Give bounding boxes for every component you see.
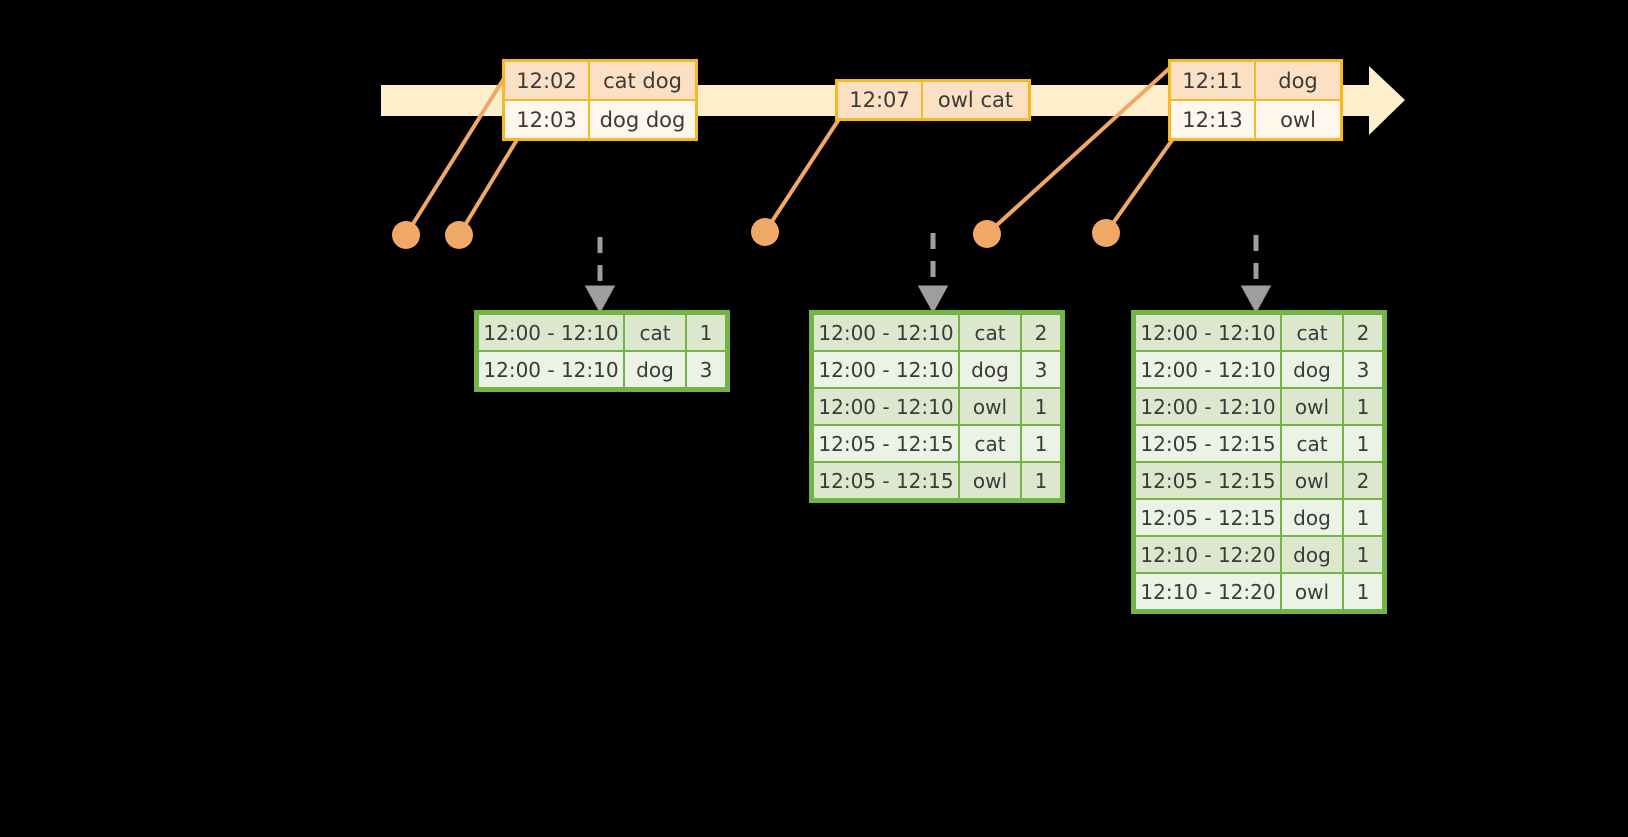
event-time: 12:02 xyxy=(505,62,590,99)
event-words: owl cat xyxy=(923,82,1028,118)
connector-dot-5 xyxy=(1092,219,1120,247)
count-cell: 3 xyxy=(687,352,725,387)
window-cell: 12:05 - 12:15 xyxy=(1136,426,1280,461)
word-cell: dog xyxy=(625,352,685,387)
count-cell: 1 xyxy=(1344,389,1382,424)
window-cell: 12:05 - 12:15 xyxy=(1136,463,1280,498)
window-cell: 12:05 - 12:15 xyxy=(814,463,958,498)
word-cell: cat xyxy=(625,315,685,350)
word-cell: cat xyxy=(1282,315,1342,350)
connector-dot-3 xyxy=(751,218,779,246)
window-cell: 12:00 - 12:10 xyxy=(814,352,958,387)
event-card-2[interactable]: 12:07 owl cat xyxy=(835,79,1031,121)
event-words: owl xyxy=(1256,101,1340,138)
event-row[interactable]: 12:11 dog xyxy=(1171,62,1340,99)
window-cell: 12:10 - 12:20 xyxy=(1136,574,1280,609)
event-time: 12:03 xyxy=(505,101,590,138)
count-cell: 1 xyxy=(1022,426,1060,461)
count-cell: 1 xyxy=(1344,500,1382,535)
word-cell: cat xyxy=(1282,426,1342,461)
dashed-arrow-1-head xyxy=(584,285,616,314)
event-words: dog xyxy=(1256,62,1340,99)
event-time: 12:11 xyxy=(1171,62,1256,99)
event-row[interactable]: 12:02 cat dog xyxy=(505,62,695,99)
event-row[interactable]: 12:07 owl cat xyxy=(838,82,1028,118)
word-cell: cat xyxy=(960,315,1020,350)
event-words: cat dog xyxy=(590,62,695,99)
event-time: 12:13 xyxy=(1171,101,1256,138)
count-cell: 2 xyxy=(1344,463,1382,498)
word-cell: owl xyxy=(1282,463,1342,498)
count-cell: 1 xyxy=(1022,389,1060,424)
event-card-1[interactable]: 12:02 cat dog 12:03 dog dog xyxy=(502,59,698,141)
count-cell: 1 xyxy=(1344,426,1382,461)
count-cell: 1 xyxy=(687,315,725,350)
word-cell: dog xyxy=(1282,500,1342,535)
connector-dot-4 xyxy=(973,220,1001,248)
dashed-arrow-2-head xyxy=(917,285,949,314)
window-cell: 12:05 - 12:15 xyxy=(1136,500,1280,535)
word-cell: owl xyxy=(1282,389,1342,424)
word-cell: cat xyxy=(960,426,1020,461)
window-cell: 12:00 - 12:10 xyxy=(479,352,623,387)
event-row[interactable]: 12:13 owl xyxy=(1171,99,1340,138)
window-cell: 12:00 - 12:10 xyxy=(1136,352,1280,387)
connector-dots xyxy=(392,218,1120,249)
word-cell: owl xyxy=(960,389,1020,424)
window-cell: 12:00 - 12:10 xyxy=(814,315,958,350)
count-cell: 1 xyxy=(1344,574,1382,609)
count-cell: 1 xyxy=(1344,537,1382,572)
count-cell: 3 xyxy=(1022,352,1060,387)
window-cell: 12:00 - 12:10 xyxy=(814,389,958,424)
count-cell: 1 xyxy=(1022,463,1060,498)
dashed-arrows xyxy=(584,233,1272,314)
word-cell: dog xyxy=(1282,537,1342,572)
word-cell: dog xyxy=(960,352,1020,387)
event-card-3[interactable]: 12:11 dog 12:13 owl xyxy=(1168,59,1343,141)
word-cell: owl xyxy=(1282,574,1342,609)
event-time: 12:07 xyxy=(838,82,923,118)
event-row[interactable]: 12:03 dog dog xyxy=(505,99,695,138)
count-cell: 3 xyxy=(1344,352,1382,387)
word-cell: owl xyxy=(960,463,1020,498)
word-cell: dog xyxy=(1282,352,1342,387)
event-words: dog dog xyxy=(590,101,695,138)
window-cell: 12:00 - 12:10 xyxy=(1136,389,1280,424)
window-cell: 12:10 - 12:20 xyxy=(1136,537,1280,572)
connector-dot-1 xyxy=(392,221,420,249)
window-cell: 12:00 - 12:10 xyxy=(479,315,623,350)
window-cell: 12:05 - 12:15 xyxy=(814,426,958,461)
connector-dot-2 xyxy=(445,221,473,249)
window-cell: 12:00 - 12:10 xyxy=(1136,315,1280,350)
count-cell: 2 xyxy=(1022,315,1060,350)
dashed-arrow-3-head xyxy=(1240,285,1272,314)
count-cell: 2 xyxy=(1344,315,1382,350)
